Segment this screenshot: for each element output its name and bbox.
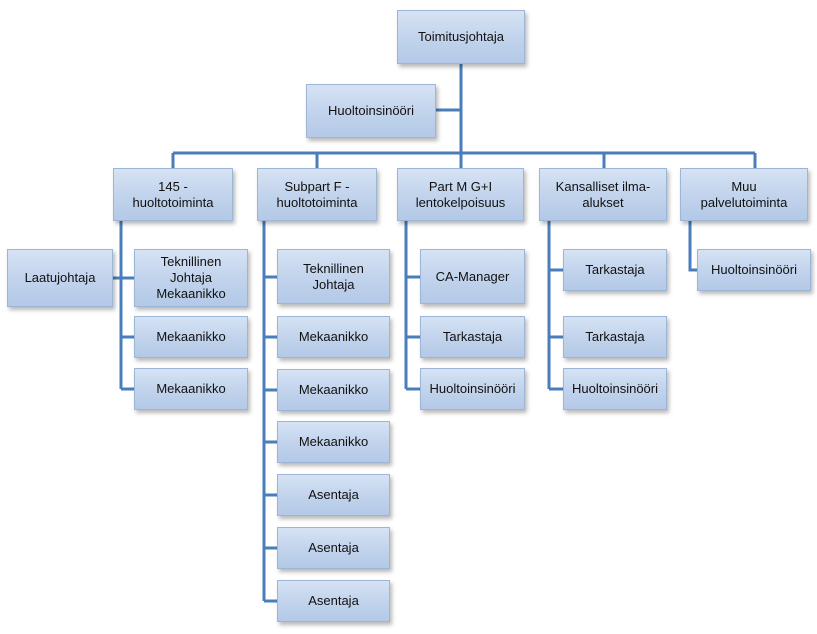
dept-part-m-lentokelpoisuus: Part M G+I lentokelpoisuus bbox=[397, 168, 524, 221]
node-mekaanikko: Mekaanikko bbox=[277, 421, 390, 463]
node-laatujohtaja: Laatujohtaja bbox=[7, 249, 113, 307]
dept-muu-palvelutoiminta: Muu palvelutoiminta bbox=[680, 168, 808, 221]
connector-dept-5-spine bbox=[688, 221, 697, 272]
dept-kansalliset-ilma-alukset: Kansalliset ilma- alukset bbox=[539, 168, 667, 221]
connector-dept-2-spine bbox=[262, 221, 277, 603]
node-huoltoinsinoori: Huoltoinsinööri bbox=[697, 249, 811, 291]
node-teknillinen-johtaja: Teknillinen Johtaja bbox=[277, 249, 390, 304]
node-huoltoinsinoori-assistant: Huoltoinsinööri bbox=[306, 84, 436, 138]
node-mekaanikko: Mekaanikko bbox=[277, 369, 390, 411]
node-tarkastaja: Tarkastaja bbox=[420, 316, 525, 358]
node-asentaja: Asentaja bbox=[277, 580, 390, 622]
node-asentaja: Asentaja bbox=[277, 474, 390, 516]
node-asentaja: Asentaja bbox=[277, 527, 390, 569]
node-mekaanikko: Mekaanikko bbox=[277, 316, 390, 358]
node-mekaanikko: Mekaanikko bbox=[134, 368, 248, 410]
node-tarkastaja: Tarkastaja bbox=[563, 249, 667, 291]
node-tarkastaja: Tarkastaja bbox=[563, 316, 667, 358]
dept-145-huoltotoiminta: 145 - huoltotoiminta bbox=[113, 168, 233, 221]
connector-dept-3-spine bbox=[404, 221, 420, 391]
connector-dept-1-spine bbox=[119, 221, 134, 391]
connector-dept-4-spine bbox=[547, 221, 563, 391]
dept-subpart-f-huoltotoiminta: Subpart F - huoltotoiminta bbox=[257, 168, 377, 221]
node-teknillinen-johtaja-mekaanikko: Teknillinen Johtaja Mekaanikko bbox=[134, 249, 248, 307]
node-mekaanikko: Mekaanikko bbox=[134, 316, 248, 358]
node-toimitusjohtaja: Toimitusjohtaja bbox=[397, 10, 525, 64]
node-huoltoinsinoori: Huoltoinsinööri bbox=[420, 368, 525, 410]
node-huoltoinsinoori: Huoltoinsinööri bbox=[563, 368, 667, 410]
node-ca-manager: CA-Manager bbox=[420, 249, 525, 304]
